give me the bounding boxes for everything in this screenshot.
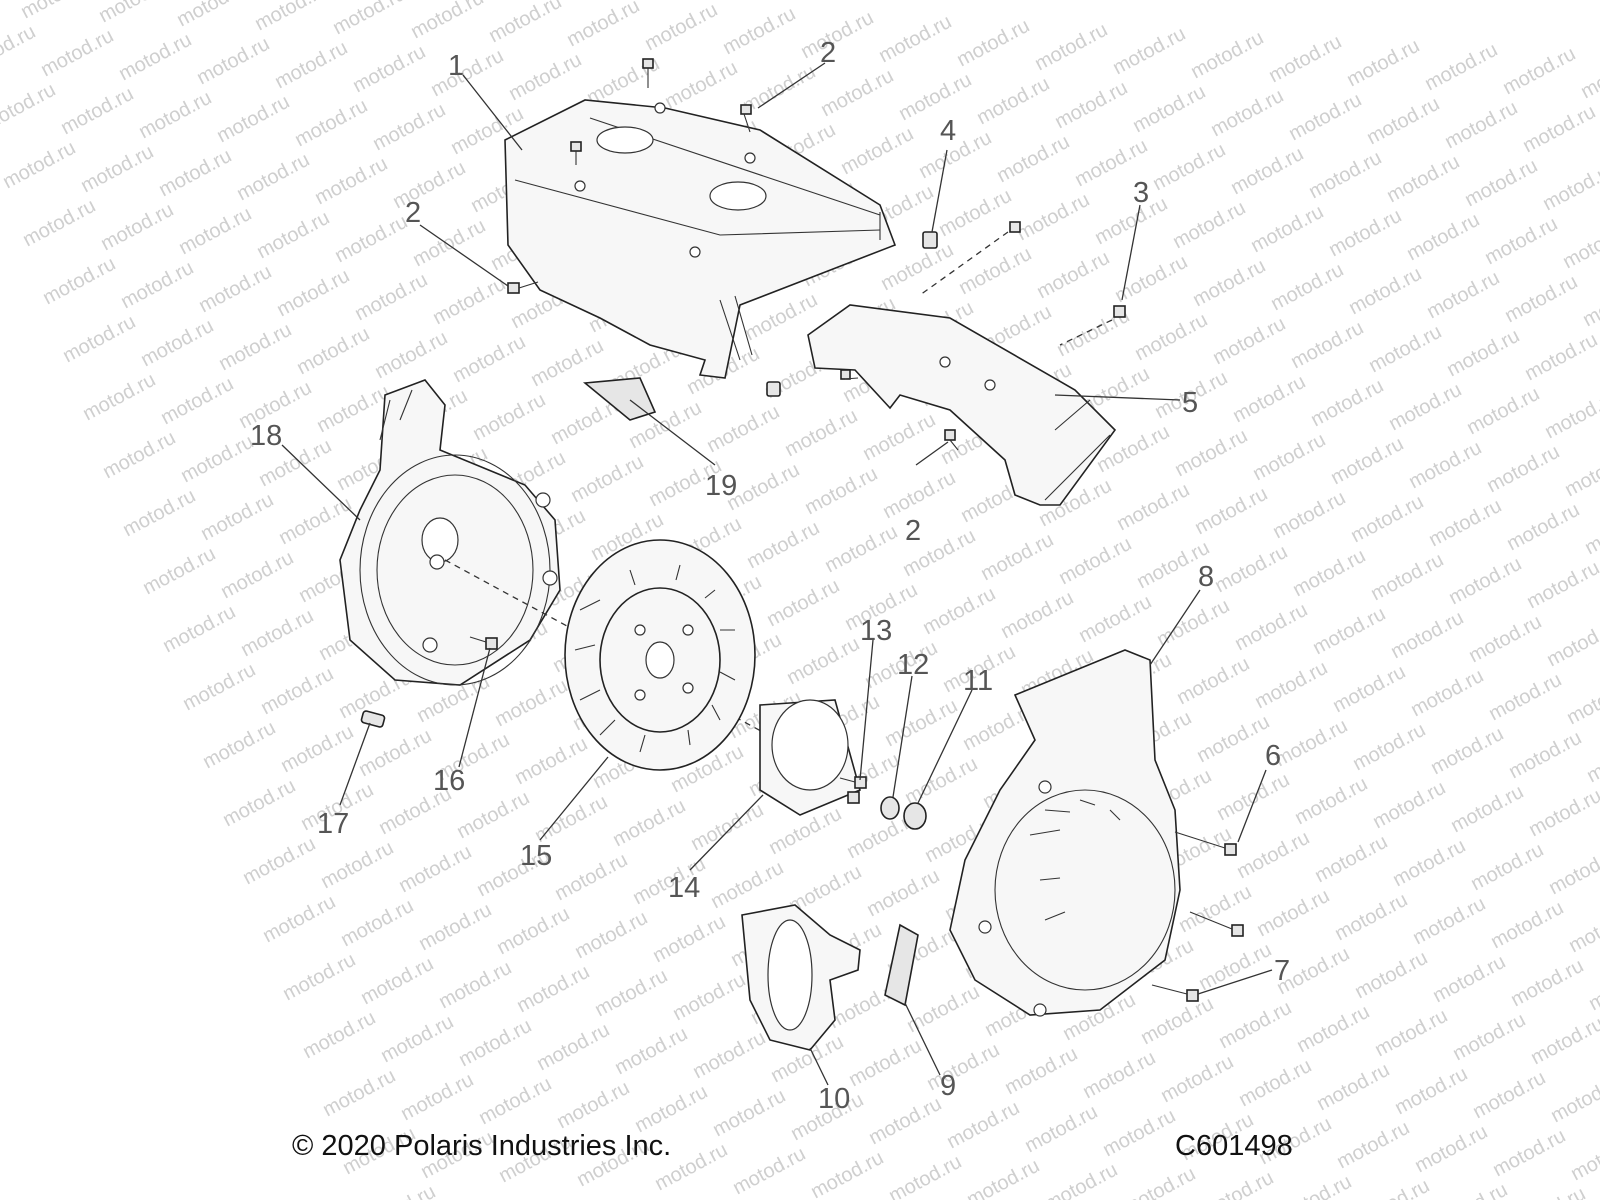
callout-1: 1 — [448, 50, 464, 82]
callouts: 1 2 2 2 3 4 5 6 7 8 9 10 11 12 13 14 15 … — [250, 37, 1290, 1115]
part-1-top-cover — [504, 99, 897, 379]
bolt-small — [847, 791, 860, 804]
callout-2-left: 2 — [405, 197, 421, 229]
callout-13: 13 — [860, 615, 892, 647]
bolt-cover-center — [570, 141, 582, 165]
callout-16: 16 — [433, 765, 465, 797]
part-12-washer — [880, 796, 900, 820]
callout-4: 4 — [940, 115, 956, 147]
part-6-bolt — [1174, 831, 1237, 856]
bolt-top-right — [740, 104, 752, 133]
part-18-backplate — [339, 379, 561, 686]
part-3-bolt — [1059, 305, 1126, 346]
part-15-flywheel-fan — [564, 539, 756, 771]
part-2-bolt-lower — [944, 429, 959, 451]
bolt-middle-6 — [1189, 911, 1244, 937]
part-19-pad — [582, 377, 657, 421]
part-16-bolt — [469, 636, 498, 650]
callout-15: 15 — [520, 840, 552, 872]
callout-11: 11 — [963, 665, 993, 697]
callout-8: 8 — [1198, 561, 1214, 593]
copyright-text: © 2020 Polaris Industries Inc. — [292, 1130, 672, 1162]
callout-14: 14 — [668, 872, 700, 904]
part-10-handle — [741, 904, 861, 1051]
leader-lines — [281, 62, 1273, 1086]
callout-2-top: 2 — [820, 37, 836, 69]
part-9-insert — [884, 923, 919, 1007]
part-5-duct — [807, 304, 1117, 506]
part-14-starter-cup — [759, 699, 861, 816]
grommet-small — [766, 381, 781, 397]
callout-6: 6 — [1265, 740, 1281, 772]
callout-17: 17 — [317, 808, 349, 840]
part-11-nut — [903, 802, 927, 830]
callout-9: 9 — [940, 1070, 956, 1102]
callout-10: 10 — [818, 1083, 850, 1115]
callout-19: 19 — [705, 470, 737, 502]
bolt-upper-5 — [919, 221, 1021, 296]
bolt-under-duct — [840, 369, 859, 380]
part-7-bolt — [1151, 984, 1199, 1002]
callout-2-lower: 2 — [905, 515, 921, 547]
part-4-grommet — [922, 231, 938, 249]
callout-18: 18 — [250, 420, 282, 452]
callout-3: 3 — [1133, 177, 1149, 209]
bolt-2-left — [507, 281, 539, 294]
bolt-top-left — [642, 58, 654, 88]
part-8-recoil-housing — [949, 649, 1181, 1017]
callout-5: 5 — [1182, 387, 1198, 419]
part-17-spacer — [360, 710, 386, 728]
diagram-code: C601498 — [1175, 1130, 1293, 1162]
callout-12: 12 — [897, 649, 929, 681]
axis-line — [444, 559, 871, 791]
callout-7: 7 — [1274, 955, 1290, 987]
